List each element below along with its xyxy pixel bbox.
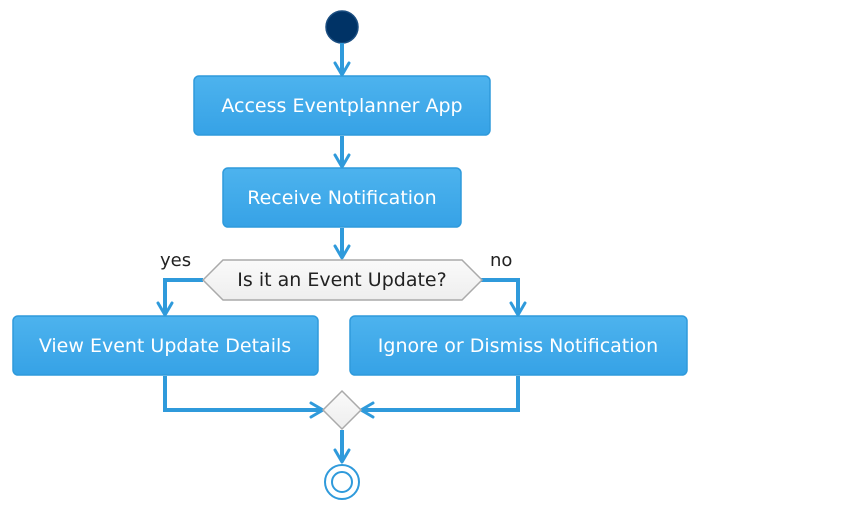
start-node xyxy=(325,10,359,44)
connector-yes-branch xyxy=(163,278,203,314)
activity-label: View Event Update Details xyxy=(39,335,291,357)
arrowhead xyxy=(333,244,351,260)
decision-event-update: Is it an Event Update? xyxy=(201,259,484,301)
decision-question: Is it an Event Update? xyxy=(237,269,446,291)
activity-label: Access Eventplanner App xyxy=(221,95,462,117)
activity-label: Receive Notification xyxy=(247,187,436,209)
activity-view-details: View Event Update Details xyxy=(12,315,319,376)
connector-ignore-to-merge xyxy=(362,376,520,412)
activity-label: Ignore or Dismiss Notification xyxy=(378,335,658,357)
activity-access-app: Access Eventplanner App xyxy=(193,75,491,136)
connector-view-to-merge xyxy=(163,376,322,412)
no-branch-label: no xyxy=(490,250,512,271)
yes-branch-label: yes xyxy=(160,250,191,271)
activity-ignore-dismiss: Ignore or Dismiss Notification xyxy=(349,315,688,376)
merge-node xyxy=(321,389,363,431)
end-node xyxy=(324,464,360,500)
arrowhead xyxy=(333,61,351,77)
connector-no-branch xyxy=(481,278,520,314)
activity-receive-notification: Receive Notification xyxy=(222,167,462,228)
connectors xyxy=(163,43,520,461)
arrowhead xyxy=(156,301,174,317)
arrowhead xyxy=(333,448,351,464)
arrowhead xyxy=(509,301,527,317)
arrowhead xyxy=(333,153,351,169)
